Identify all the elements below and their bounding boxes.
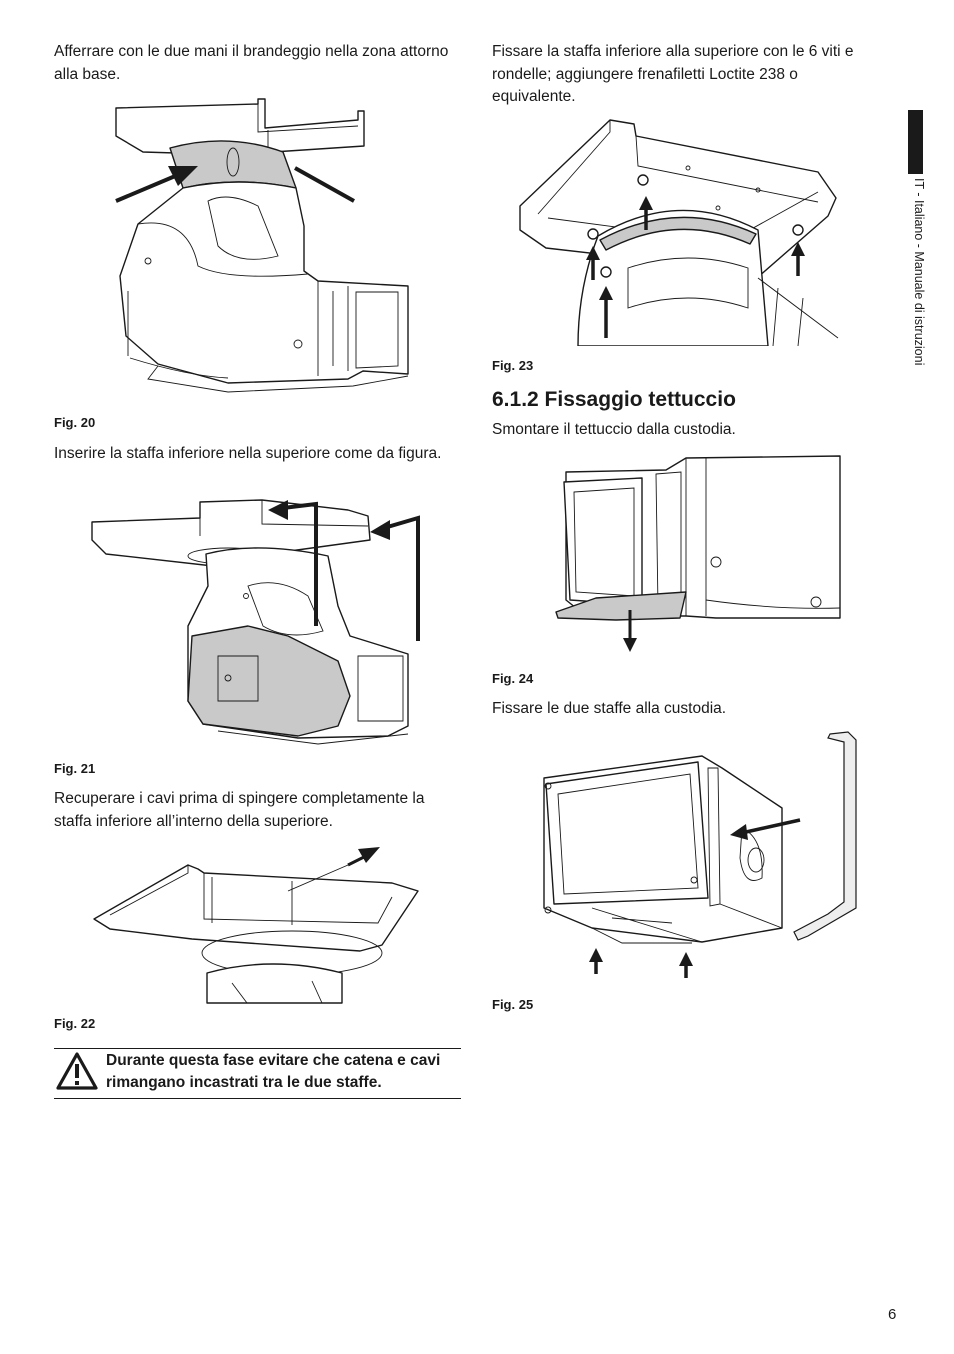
- warning-top-rule: [54, 1048, 461, 1049]
- language-tab-marker: [908, 110, 923, 174]
- figure-20-caption: Fig. 20: [54, 415, 96, 430]
- figure-22: [92, 843, 428, 1005]
- figure-22-caption: Fig. 22: [54, 1016, 96, 1031]
- figure-25-caption: Fig. 25: [492, 997, 534, 1012]
- warning-bottom-rule: [54, 1098, 461, 1099]
- figure-20: [108, 96, 418, 396]
- paragraph-remove-roof: Smontare il tettuccio dalla custodia.: [492, 421, 736, 438]
- paragraph-grab-unit: Afferrare con le due mani il brandeggio …: [54, 43, 449, 83]
- figure-24-caption: Fig. 24: [492, 671, 534, 686]
- figure-21-caption: Fig. 21: [54, 761, 96, 776]
- figure-24: [546, 450, 846, 656]
- language-tab-label: IT - Italiano - Manuale di istruzioni: [912, 178, 926, 366]
- figure-25: [532, 728, 864, 980]
- paragraph-fix-screws: Fissare la staffa inferiore alla superio…: [492, 43, 854, 105]
- figure-23: [518, 118, 848, 346]
- warning-text: Durante questa fase evitare che catena e…: [106, 1052, 441, 1091]
- figure-21: [88, 496, 428, 748]
- figure-23-caption: Fig. 23: [492, 358, 534, 373]
- paragraph-recover-cables: Recuperare i cavi prima di spingere comp…: [54, 790, 425, 830]
- section-heading: 6.1.2 Fissaggio tettuccio: [492, 388, 736, 411]
- warning-triangle-icon: [56, 1052, 98, 1095]
- paragraph-insert-bracket: Inserire la staffa inferiore nella super…: [54, 445, 442, 462]
- paragraph-fix-brackets: Fissare le due staffe alla custodia.: [492, 700, 727, 717]
- page-number: 6: [888, 1306, 897, 1323]
